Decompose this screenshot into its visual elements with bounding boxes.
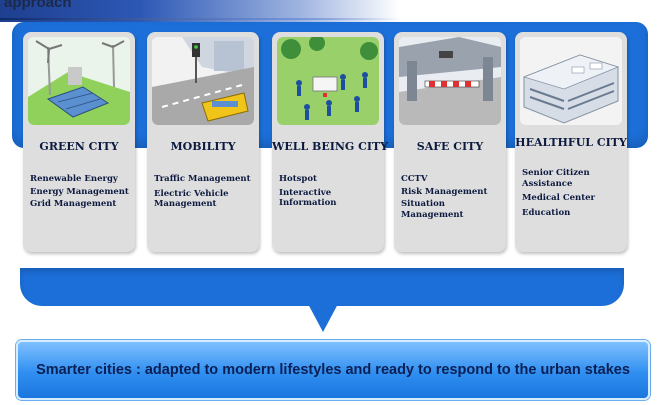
card-item: Renewable Energy [30, 174, 118, 184]
card-mobility: MOBILITY Traffic Management Electric Veh… [147, 32, 259, 252]
title-underline [0, 18, 400, 20]
card-title: SAFE CITY [416, 140, 484, 153]
green-city-illustration [28, 37, 130, 125]
card-item: Interactive Information [279, 187, 337, 209]
card-title: MOBILITY [170, 140, 236, 153]
card-item: Senior Citizen Assistance [522, 168, 590, 189]
card-item: Situation Management [401, 199, 464, 220]
card-safe-city: SAFE CITY CCTV Risk Management Situation… [394, 32, 506, 252]
card-item: Energy Management [30, 186, 129, 197]
card-title: GREEN CITY [39, 140, 119, 153]
safe-city-illustration [399, 37, 501, 125]
title-bar: approach [0, 0, 400, 22]
card-item: Electric Vehicle Management [154, 188, 229, 210]
card-title: WELL BEING CITY [272, 140, 389, 153]
wind-solar-icon [28, 37, 130, 125]
summary-banner: Smarter cities : adapted to modern lifes… [16, 340, 650, 400]
summary-statement: Smarter cities : adapted to modern lifes… [36, 362, 630, 378]
mobility-illustration [152, 37, 254, 125]
park-people-icon [277, 37, 379, 125]
card-healthful-city: HEALTHFUL CITY Senior Citizen Assistance… [515, 32, 627, 252]
card-title: HEALTHFUL CITY [515, 136, 627, 149]
card-green-city: GREEN CITY Renewable Energy Energy Manag… [23, 32, 135, 252]
card-item: Hotspot [279, 174, 317, 184]
card-item: Medical Center [522, 193, 596, 203]
card-item: Traffic Management [154, 174, 251, 184]
healthful-city-illustration [520, 37, 622, 125]
hospital-building-icon [520, 37, 622, 125]
well-being-illustration [277, 37, 379, 125]
card-item: Grid Management [30, 199, 117, 209]
card-well-being-city: WELL BEING CITY Hotspot Interactive Info… [272, 32, 389, 252]
card-item: CCTV [401, 174, 428, 184]
grouping-bracket [20, 268, 624, 306]
cctv-barrier-icon [399, 37, 501, 125]
card-item: Risk Management [401, 186, 488, 197]
card-item: Education [522, 207, 571, 218]
traffic-icon [152, 37, 254, 125]
bracket-arrow-tip [307, 302, 339, 332]
slide-title: approach [4, 0, 72, 11]
